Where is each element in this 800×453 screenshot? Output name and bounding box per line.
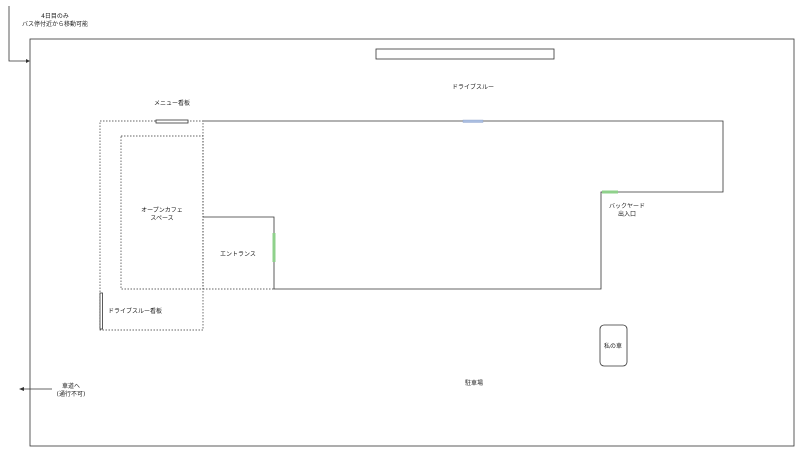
my-car-label: 私の車 xyxy=(604,342,622,350)
parking-label: 駐車場 xyxy=(465,379,483,387)
building-outline xyxy=(203,120,724,290)
my-car xyxy=(599,324,628,367)
entry-arrow-line xyxy=(8,6,27,62)
drive-through-board-label: ドライブスルー看板 xyxy=(108,307,162,315)
roadway-label-line1: 車道へ xyxy=(62,382,80,390)
entry-arrow-head xyxy=(26,59,30,63)
open-cafe-label-line1: オープンカフェ xyxy=(141,207,183,214)
top-note-line1: 4日目のみ xyxy=(41,13,69,20)
drive-through-window xyxy=(462,119,484,123)
drive-through-board xyxy=(99,292,103,330)
top-note-line2: バス停付近から移動可能 xyxy=(22,20,88,28)
backyard-door xyxy=(602,190,618,194)
top-rectangle xyxy=(375,48,555,60)
backyard-label-line2: 出入口 xyxy=(618,210,636,218)
entrance-door xyxy=(272,233,276,262)
roadway-label-line2: (通行不可) xyxy=(57,390,86,398)
entrance-label: エントランス xyxy=(220,251,256,258)
cafe-outer-area xyxy=(99,120,204,331)
backyard-label-line1: バックヤード xyxy=(609,203,645,210)
drive-through-label: ドライブスルー xyxy=(452,83,494,91)
roadway-arrow-head xyxy=(19,387,24,391)
menu-board xyxy=(155,119,189,124)
cafe-inner-space xyxy=(120,135,204,290)
site-boundary xyxy=(29,38,795,447)
menu-board-label: メニュー看板 xyxy=(154,99,190,107)
open-cafe-label-line2: スペース xyxy=(150,215,173,222)
